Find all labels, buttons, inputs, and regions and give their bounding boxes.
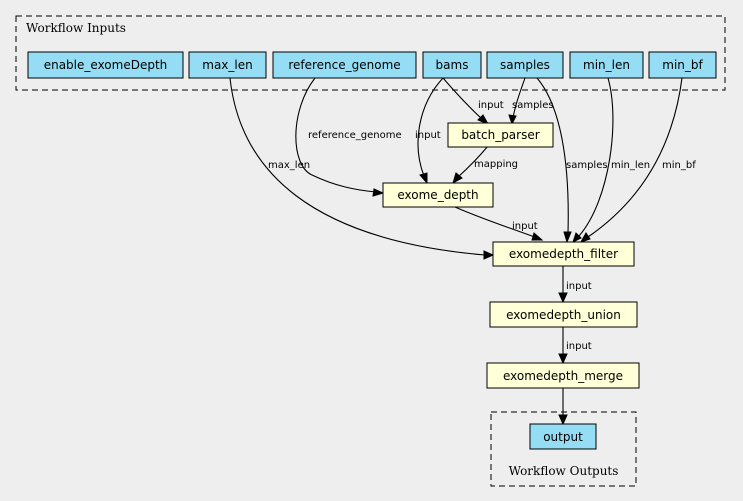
edge-arrowhead <box>563 231 572 244</box>
edge-label-bams-exome-depth: input <box>415 130 441 141</box>
step-node-exomedepth-merge[interactable]: exomedepth_merge <box>486 362 640 389</box>
edge-label-max-len: max_len <box>268 160 310 171</box>
edge-arrowhead <box>508 114 517 126</box>
edge-max-len-exomedepth-filter <box>229 77 486 256</box>
input-label-reference-genome: reference_genome <box>288 58 400 72</box>
input-node-min-len[interactable]: min_len <box>569 51 644 79</box>
edge-exome-depth-exomedepth-filter <box>454 206 536 238</box>
edge-samples-exomedepth-filter <box>536 77 569 234</box>
step-label-batch-parser: batch_parser <box>461 128 539 142</box>
edge-label-mapping: mapping <box>474 159 518 170</box>
edge-label-min-bf: min_bf <box>662 160 696 171</box>
edge-min-bf-exomedepth-filter <box>587 77 683 238</box>
edge-label-min-len: min_len <box>611 160 650 171</box>
input-label-samples: samples <box>500 58 550 72</box>
step-node-exomedepth-union[interactable]: exomedepth_union <box>489 301 638 328</box>
edge-arrowhead <box>558 353 568 365</box>
step-node-exomedepth-filter[interactable]: exomedepth_filter <box>492 241 635 267</box>
edge-label-samples-filter: samples <box>566 160 608 171</box>
step-label-exomedepth-filter: exomedepth_filter <box>509 247 618 261</box>
step-node-batch-parser[interactable]: batch_parser <box>447 122 554 148</box>
edges: input samples reference_genome input map… <box>229 77 696 426</box>
input-label-enable-exomedepth: enable_exomeDepth <box>44 58 168 72</box>
workflow-outputs-label: Workflow Outputs <box>509 464 619 478</box>
output-node-output[interactable]: output <box>529 423 597 450</box>
edge-arrowhead <box>531 232 544 241</box>
edge-arrowhead <box>483 250 495 260</box>
input-label-min-bf: min_bf <box>662 58 703 72</box>
input-node-min-bf[interactable]: min_bf <box>648 51 717 79</box>
input-node-max-len[interactable]: max_len <box>188 51 267 79</box>
step-label-exomedepth-merge: exomedepth_merge <box>503 369 623 383</box>
edge-label-union-merge: input <box>566 341 592 352</box>
edge-arrowhead <box>558 292 568 304</box>
edge-label-exome-filter-input: input <box>512 221 538 232</box>
edge-batch-parser-exome-depth <box>457 145 489 178</box>
input-node-enable-exomedepth[interactable]: enable_exomeDepth <box>27 51 184 79</box>
workflow-inputs-cluster <box>15 15 726 91</box>
edge-arrowhead <box>477 114 490 125</box>
edge-label-bams-batch-parser: input <box>478 100 504 111</box>
input-node-samples[interactable]: samples <box>486 51 564 79</box>
input-label-min-len: min_len <box>583 58 630 72</box>
step-nodes: batch_parser exome_depth exomedepth_filt… <box>382 122 640 389</box>
step-label-exome-depth: exome_depth <box>397 188 478 202</box>
edge-arrowhead <box>419 172 428 185</box>
edge-min-len-exomedepth-filter <box>578 77 614 237</box>
edge-label-filter-union: input <box>566 281 592 292</box>
edge-arrowhead <box>572 232 582 243</box>
edge-arrowhead <box>558 414 568 426</box>
input-nodes: enable_exomeDepth max_len reference_geno… <box>27 51 717 79</box>
edge-reference-genome-exome-depth <box>295 77 377 193</box>
edge-arrowhead <box>579 232 591 243</box>
input-node-reference-genome[interactable]: reference_genome <box>272 51 417 79</box>
input-label-max-len: max_len <box>202 58 252 72</box>
input-node-bams[interactable]: bams <box>422 51 482 79</box>
edge-samples-batch-parser <box>512 77 526 119</box>
edge-label-samples-batch-parser: samples <box>512 100 554 111</box>
edge-arrowhead <box>372 188 385 197</box>
edge-arrowhead <box>452 172 463 185</box>
step-label-exomedepth-union: exomedepth_union <box>506 308 621 322</box>
edge-label-reference-genome: reference_genome <box>308 130 402 141</box>
output-label-output: output <box>543 430 583 444</box>
input-label-bams: bams <box>436 58 469 72</box>
edge-bams-exome-depth <box>417 77 444 177</box>
workflow-inputs-label: Workflow Inputs <box>26 21 126 35</box>
step-node-exome-depth[interactable]: exome_depth <box>382 182 494 208</box>
